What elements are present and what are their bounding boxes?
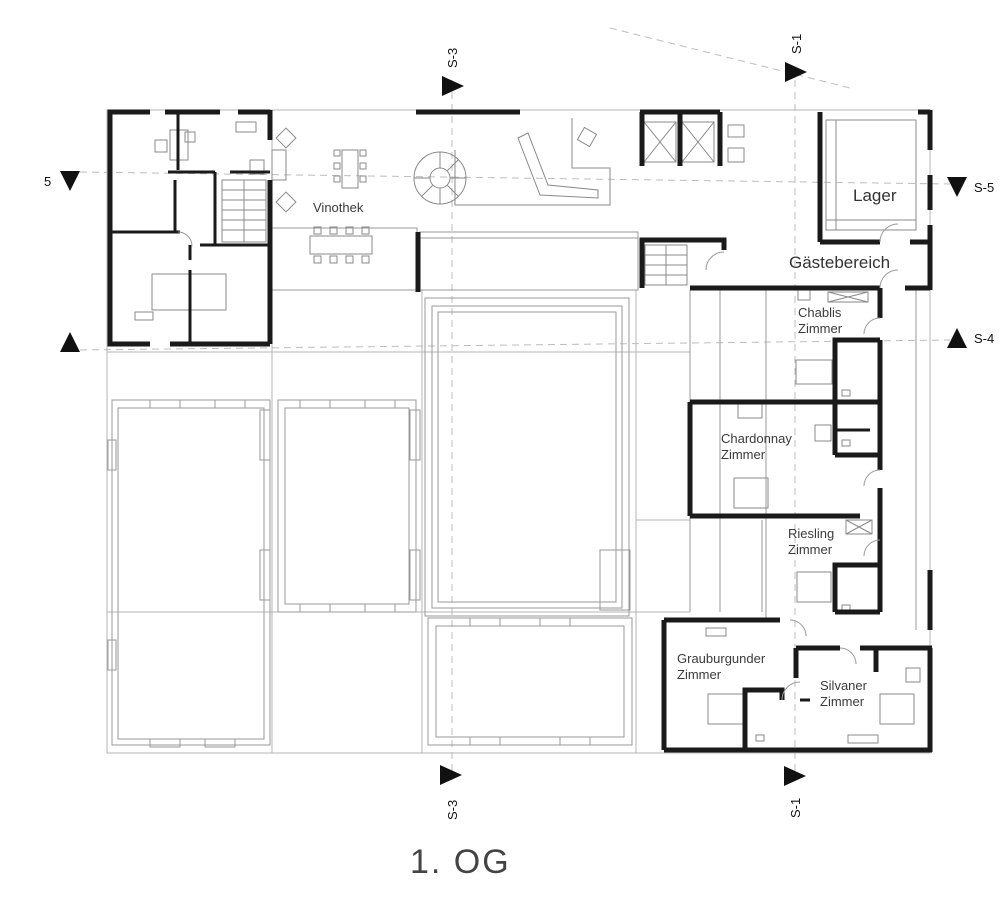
section-marker-s1-bottom — [784, 766, 806, 786]
room-labels: Vinothek Lager Gästebereich Chablis Zimm… — [313, 186, 897, 709]
section-marker-s5-right — [947, 177, 967, 197]
room-label-grauburgunder-name: Grauburgunder — [677, 651, 766, 666]
section-label-s4-right: S-4 — [974, 331, 994, 346]
section-label-s3-bottom: S-3 — [445, 800, 460, 820]
plan-title: 1. OG — [410, 843, 511, 881]
section-marker-s4-right — [947, 328, 967, 348]
section-label-s5-left: 5 — [44, 174, 51, 189]
section-markers — [60, 62, 967, 786]
room-label-chardonnay: Chardonnay Zimmer — [721, 431, 795, 462]
room-label-chardonnay-type: Zimmer — [721, 447, 766, 462]
room-label-chablis-type: Zimmer — [798, 321, 843, 336]
room-label-grauburgunder: Grauburgunder Zimmer — [677, 651, 769, 682]
section-label-s1-top: S-1 — [789, 34, 804, 54]
room-label-chablis-name: Chablis — [798, 305, 842, 320]
room-label-grauburgunder-type: Zimmer — [677, 667, 722, 682]
room-label-silvaner-name: Silvaner — [820, 678, 868, 693]
section-label-s1-bottom: S-1 — [788, 798, 803, 818]
section-marker-s1-top — [785, 62, 807, 82]
room-label-riesling: Riesling Zimmer — [788, 526, 838, 557]
section-marker-s4-left — [60, 332, 80, 352]
section-marker-s3-top — [442, 76, 464, 96]
room-label-chablis: Chablis Zimmer — [798, 305, 845, 336]
section-axes — [79, 27, 951, 780]
room-label-silvaner: Silvaner Zimmer — [820, 678, 871, 709]
room-label-silvaner-type: Zimmer — [820, 694, 865, 709]
room-label-chardonnay-name: Chardonnay — [721, 431, 792, 446]
section-label-s3-top: S-3 — [445, 48, 460, 68]
section-labels: S-3 S-1 S-3 S-1 5 S-5 S-4 — [44, 34, 994, 820]
room-label-riesling-name: Riesling — [788, 526, 834, 541]
lower-floor-outlines — [106, 109, 931, 754]
room-label-vinothek: Vinothek — [313, 200, 364, 215]
section-marker-s5-left — [60, 171, 80, 191]
section-marker-s3-bottom — [440, 765, 462, 785]
room-label-riesling-type: Zimmer — [788, 542, 833, 557]
walls — [107, 109, 933, 753]
room-label-lager: Lager — [853, 186, 897, 205]
section-label-s5-right: S-5 — [974, 180, 994, 195]
room-label-gaestebereich: Gästebereich — [789, 253, 890, 272]
